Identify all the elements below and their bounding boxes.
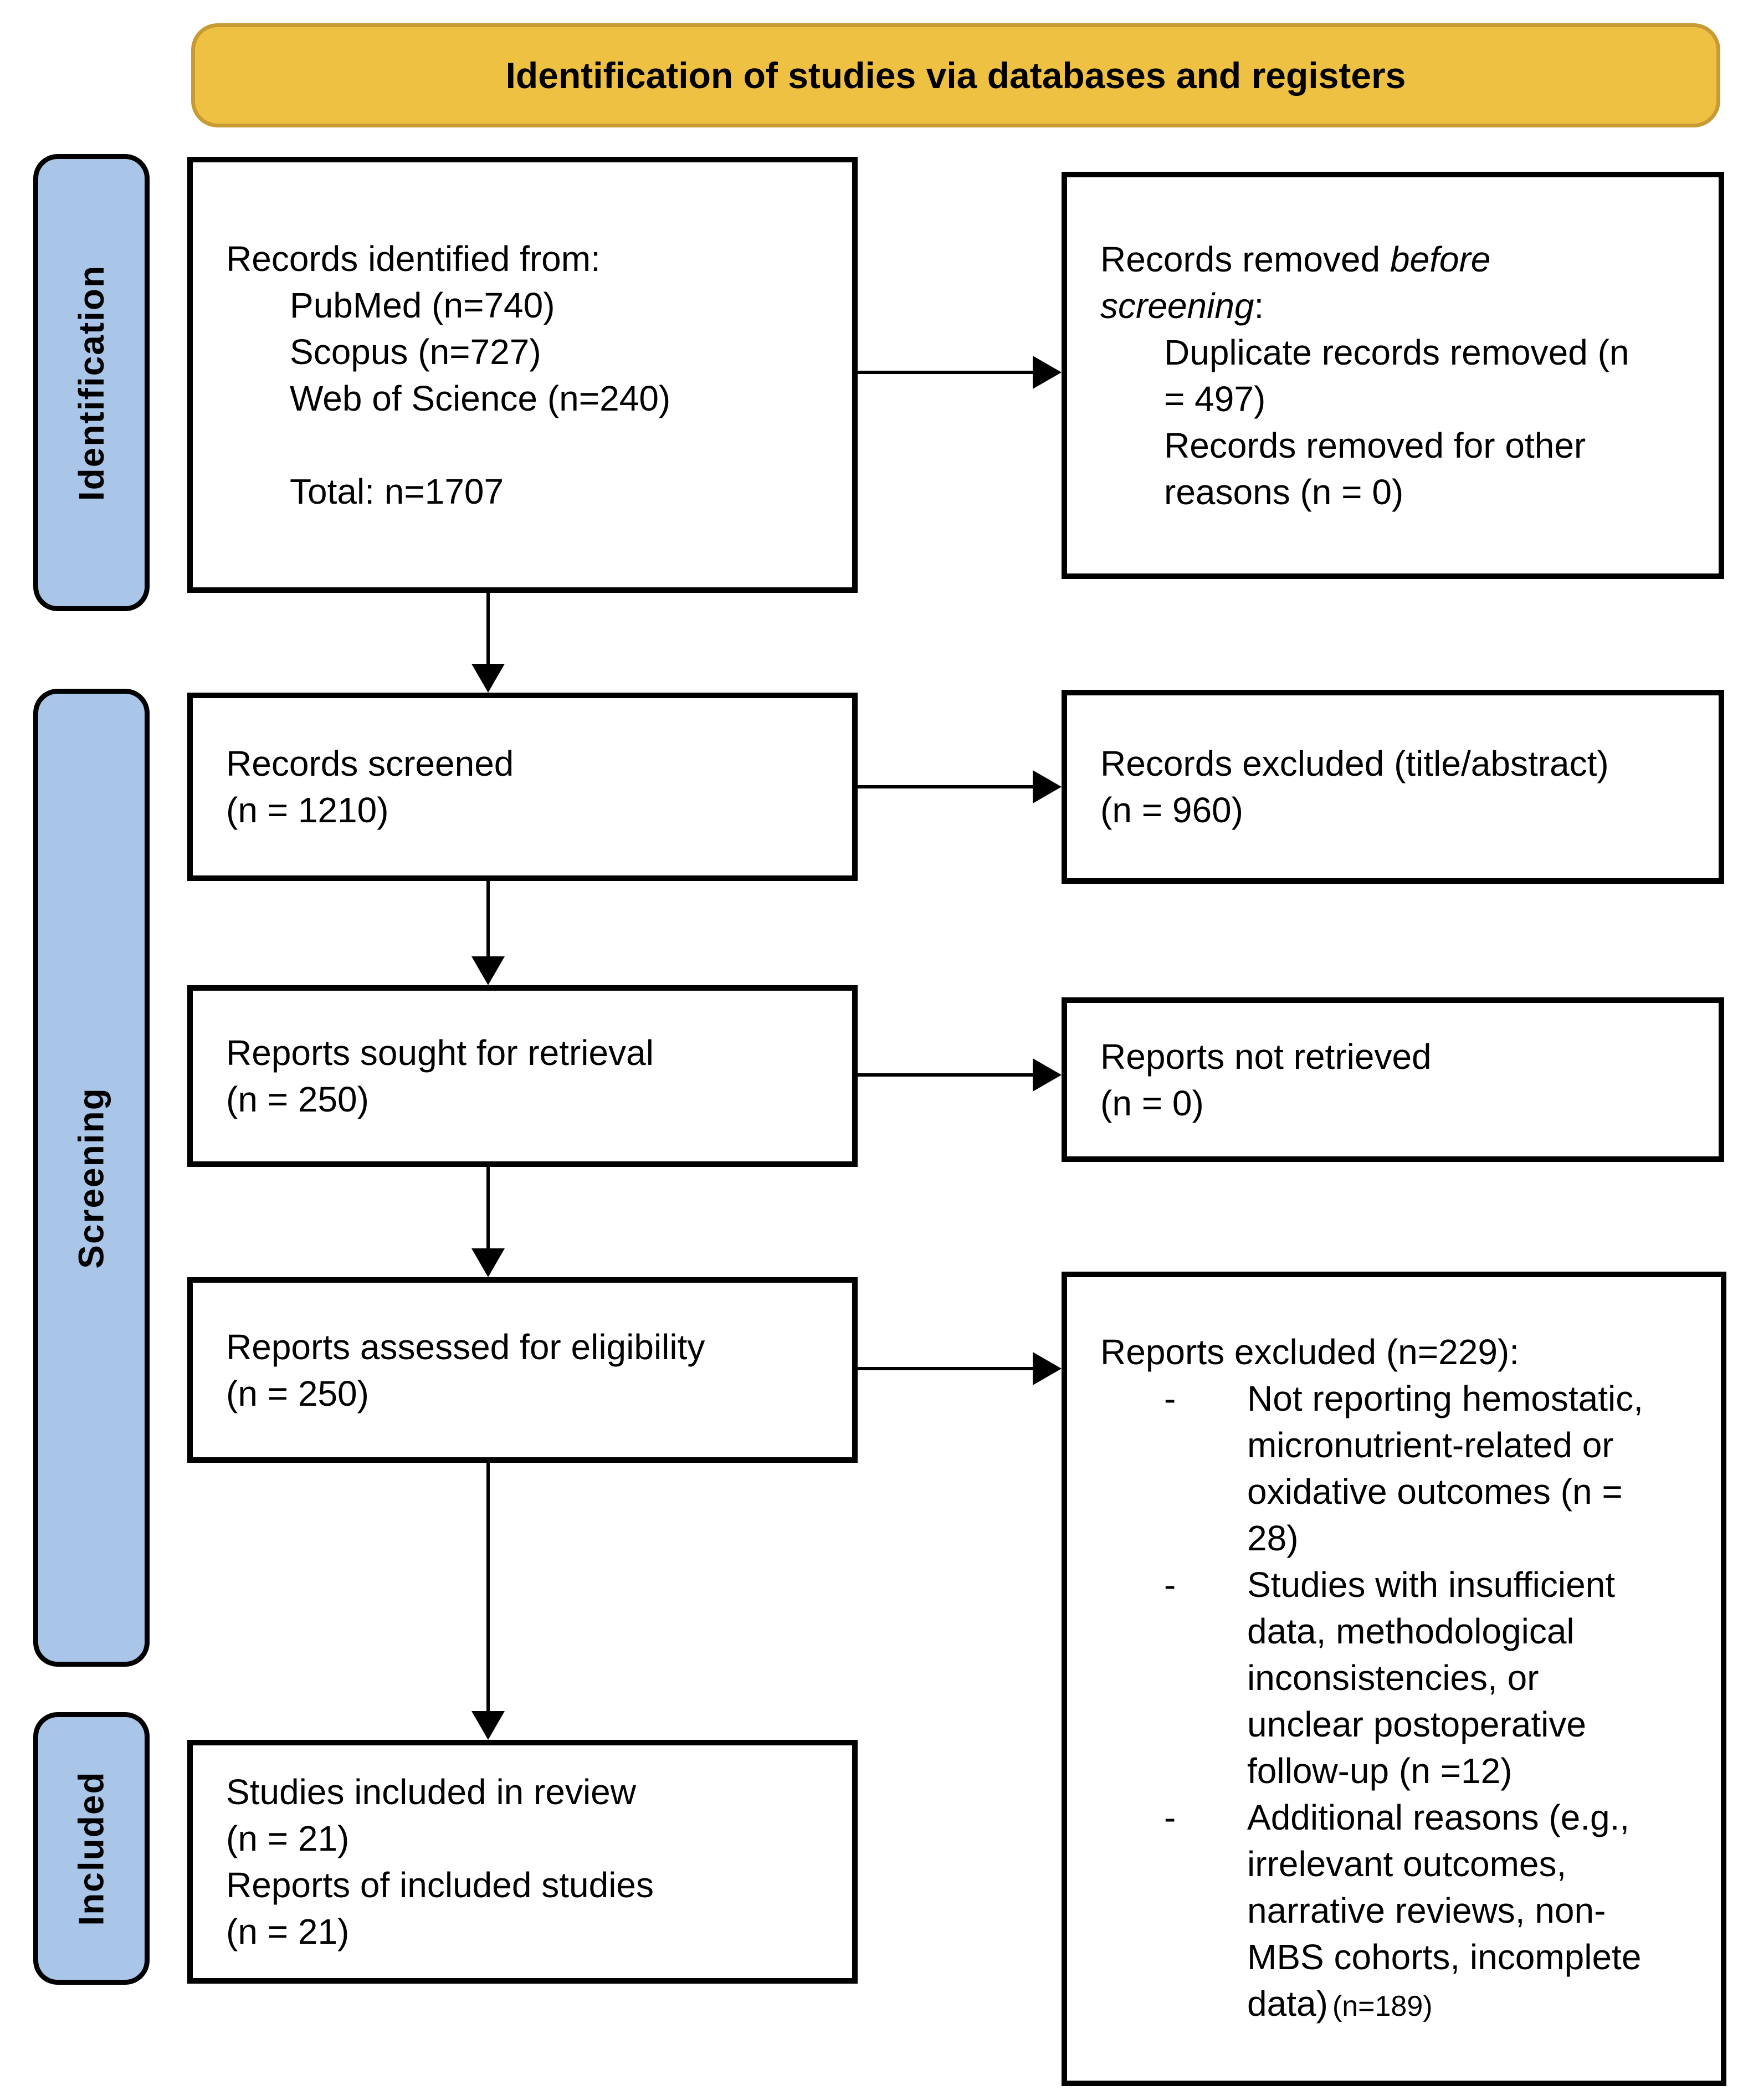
- box-line: (n = 21): [226, 1819, 350, 1858]
- sidebar-included-label: Included: [71, 1771, 111, 1926]
- bullet-text: Additional reasons (e.g., irrelevant out…: [1247, 1794, 1654, 2030]
- records-screened-box: Records screened (n = 1210): [187, 693, 858, 881]
- sidebar-identification-label: Identification: [71, 264, 111, 501]
- arrow-line: [858, 785, 1035, 788]
- sidebar-included: Included: [33, 1712, 150, 1985]
- records-identified-source: Scopus (n=727): [290, 331, 541, 372]
- arrow-line: [486, 1167, 490, 1251]
- bullet-dash: -: [1164, 1378, 1176, 1418]
- lead-tail: :: [1254, 285, 1264, 326]
- reports-assessed-box: Reports assessed for eligibility (n = 25…: [187, 1277, 858, 1463]
- lead-italic: before screening: [1100, 239, 1491, 326]
- arrow-head: [471, 1711, 505, 1740]
- box-line: (n = 21): [226, 1912, 350, 1952]
- arrow-head: [1033, 1058, 1062, 1092]
- box-line: (n = 0): [1100, 1083, 1204, 1123]
- sidebar-screening: Screening: [33, 689, 150, 1667]
- box-line: (n = 250): [226, 1079, 369, 1119]
- box-line: (n = 1210): [226, 790, 389, 830]
- studies-included-box: Studies included in review (n = 21) Repo…: [187, 1740, 858, 1984]
- reports-excluded-item: - Additional reasons (e.g., irrelevant o…: [1164, 1794, 1654, 2030]
- bullet-dash: -: [1164, 1797, 1176, 1837]
- reports-excluded-heading: Reports excluded (n=229):: [1100, 1331, 1519, 1372]
- arrow-line: [858, 1367, 1035, 1370]
- arrow-line: [486, 1463, 490, 1713]
- box-line: Reports assessed for eligibility: [226, 1326, 705, 1367]
- bullet-text-main: Additional reasons (e.g., irrelevant out…: [1247, 1797, 1642, 2024]
- sidebar-screening-label: Screening: [71, 1087, 111, 1269]
- reports-excluded-box: Reports excluded (n=229): - Not reportin…: [1062, 1272, 1726, 2086]
- blank-line: [226, 422, 819, 468]
- sidebar-identification: Identification: [33, 154, 150, 611]
- arrow-head: [1033, 1352, 1062, 1385]
- lead-plain: Records removed: [1100, 239, 1390, 279]
- arrow-line: [486, 881, 490, 959]
- records-identified-total: Total: n=1707: [290, 471, 504, 511]
- box-line: Records excluded (title/abstract): [1100, 744, 1609, 783]
- reports-excluded-item: - Not reporting hemostatic, micronutrien…: [1164, 1375, 1654, 1561]
- records-identified-box: Records identified from: PubMed (n=740) …: [187, 157, 858, 593]
- records-identified-intro: Records identified from:: [226, 238, 601, 279]
- arrow-line: [486, 593, 490, 666]
- arrow-head: [471, 1248, 505, 1277]
- arrow-line: [858, 1073, 1035, 1077]
- banner: Identification of studies via databases …: [191, 23, 1720, 127]
- reports-not-retrieved-box: Reports not retrieved (n = 0): [1062, 997, 1724, 1162]
- banner-title: Identification of studies via databases …: [505, 55, 1406, 96]
- reports-excluded-item: - Studies with insufficient data, method…: [1164, 1561, 1654, 1794]
- records-excluded-box: Records excluded (title/abstract) (n = 9…: [1062, 690, 1724, 884]
- arrow-line: [858, 371, 1035, 374]
- box-line: (n = 250): [226, 1373, 369, 1413]
- records-removed-item: Records removed for other reasons (n = 0…: [1164, 425, 1586, 512]
- records-removed-lead: Records removed before screening:: [1100, 236, 1641, 329]
- reports-sought-box: Reports sought for retrieval (n = 250): [187, 985, 858, 1167]
- bullet-dash: -: [1164, 1564, 1176, 1605]
- records-identified-source: Web of Science (n=240): [290, 378, 671, 418]
- arrow-head: [471, 956, 505, 985]
- box-line: Reports of included studies: [226, 1865, 654, 1905]
- box-line: Reports not retrieved: [1100, 1036, 1432, 1077]
- arrow-head: [471, 664, 505, 693]
- box-line: (n = 960): [1100, 790, 1243, 830]
- box-line: Records screened: [226, 744, 514, 783]
- bullet-text-count: (n=189): [1332, 1990, 1433, 2022]
- arrow-head: [1033, 770, 1062, 803]
- bullet-text: Not reporting hemostatic, micronutrient-…: [1247, 1378, 1643, 1558]
- records-removed-item: Duplicate records removed (n = 497): [1164, 332, 1629, 419]
- records-identified-source: PubMed (n=740): [290, 285, 555, 325]
- box-line: Reports sought for retrieval: [226, 1033, 654, 1073]
- arrow-head: [1033, 356, 1062, 389]
- bullet-text: Studies with insufficient data, methodol…: [1247, 1564, 1616, 1791]
- box-line: Studies included in review: [226, 1772, 636, 1812]
- records-removed-box: Records removed before screening: Duplic…: [1062, 172, 1724, 579]
